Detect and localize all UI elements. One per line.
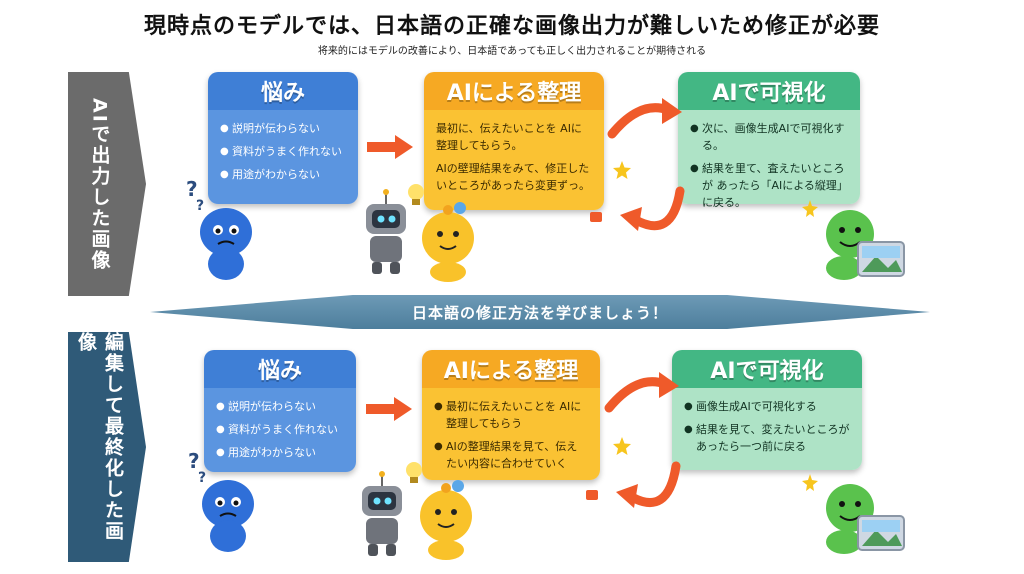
bottom-arrow-curve-forward bbox=[604, 372, 679, 413]
worried-blue-character-icon: ? ? bbox=[186, 177, 252, 280]
star-icon bbox=[613, 161, 631, 179]
top-arrow-right-1 bbox=[367, 135, 413, 159]
list-item: ●最初に伝えたいことを AIに整理してもらう bbox=[434, 400, 582, 430]
list-item: ●資料がうまく作れない bbox=[220, 145, 342, 158]
bottom-organize-card: AIによる整理 ●最初に伝えたいことを AIに整理してもらう ●AIの整理結果を… bbox=[422, 350, 600, 480]
top-visualize-title: AIで可視化 bbox=[678, 72, 860, 110]
bottom-arrow-curve-back bbox=[616, 461, 681, 508]
top-visualize-card: AIで可視化 ●次に、画像生成AIで可視化する。 ●結果を里て、査えたいところが… bbox=[678, 72, 860, 209]
top-organize-title: AIによる整理 bbox=[424, 72, 604, 110]
top-arrow-curve-forward bbox=[607, 98, 682, 139]
side-label-ai-output-text: AIで出力した画像 bbox=[88, 97, 111, 271]
list-item: ●結果を里て、査えたいところが あったら「AIによる縦理」に戻る。 bbox=[690, 162, 848, 209]
svg-text:?: ? bbox=[196, 198, 204, 214]
side-label-ai-output: AIで出力した画像 bbox=[68, 72, 146, 296]
green-character-with-picture-icon bbox=[802, 200, 905, 280]
page-title: 現時点のモデルでは、日本語の正確な画像出力が難しいため修正が必要 bbox=[143, 14, 880, 39]
list-item: AIの壁理結果をみて、修正したいところがあったら変更ずっ。 bbox=[436, 162, 590, 192]
green-character-with-picture-icon bbox=[802, 474, 905, 554]
list-item: ●結果を見て、変えたいところが あったら一つ前に戻る bbox=[684, 423, 850, 453]
top-organize-card: AIによる整理 最初に、伝えたいことを AIに整理してもらう。 AIの壁理結果を… bbox=[424, 72, 604, 210]
worried-blue-character-icon: ? ? bbox=[188, 449, 254, 552]
list-item: ●用途がわからない bbox=[216, 446, 316, 459]
page-subtitle: 将来的にはモデルの改善により、日本語であっても正しく出力されることが期待される bbox=[317, 46, 707, 57]
top-organize-body: 最初に、伝えたいことを AIに整理してもらう。 AIの壁理結果をみて、修正したい… bbox=[424, 110, 604, 210]
list-item: ●次に、画像生成AIで可視化する。 bbox=[690, 122, 845, 152]
bottom-visualize-body: ●画像生成AIで可視化する ●結果を見て、変えたいところが あったら一つ前に戻る bbox=[672, 388, 862, 470]
svg-text:?: ? bbox=[188, 449, 200, 473]
top-worry-title: 悩み bbox=[208, 72, 358, 110]
bottom-organize-body: ●最初に伝えたいことを AIに整理してもらう ●AIの整理結果を見て、伝えたい内… bbox=[422, 388, 600, 480]
svg-text:?: ? bbox=[186, 177, 198, 201]
top-arrow-curve-back bbox=[620, 186, 685, 231]
list-item: ●画像生成AIで可視化する bbox=[684, 400, 817, 413]
list-item: ●説明が伝わらない bbox=[220, 122, 320, 135]
bottom-organize-title: AIによる整理 bbox=[422, 350, 600, 388]
top-worry-body: ●説明が伝わらない ●資料がうまく作れない ●用途がわからない bbox=[208, 110, 358, 204]
list-item: ●用途がわからない bbox=[220, 168, 320, 181]
side-label-final-output: 編集して最終化した画像 bbox=[68, 332, 146, 562]
top-visualize-body: ●次に、画像生成AIで可視化する。 ●結果を里て、査えたいところが あったら「A… bbox=[678, 110, 860, 209]
yellow-character-with-bulb-icon bbox=[406, 462, 472, 560]
decor-square bbox=[586, 490, 598, 500]
banner-text: 日本語の修正方法を学びましょう！ bbox=[411, 303, 668, 322]
list-item: ●AIの整理結果を見て、伝えたい内容に合わせていく bbox=[434, 440, 578, 470]
list-item: ●資料がうまく作れない bbox=[216, 423, 338, 436]
bottom-arrow-right-1 bbox=[366, 397, 412, 421]
bottom-worry-card: 悩み ●説明が伝わらない ●資料がうまく作れない ●用途がわからない bbox=[204, 350, 356, 472]
yellow-character-with-bulb-icon bbox=[408, 184, 474, 282]
side-label-final-output-text: 編集して最終化した画像 bbox=[75, 332, 124, 542]
bottom-worry-body: ●説明が伝わらない ●資料がうまく作れない ●用途がわからない bbox=[204, 388, 356, 472]
banner: 日本語の修正方法を学びましょう！ bbox=[150, 295, 930, 329]
list-item: 最初に、伝えたいことを AIに整理してもらう。 bbox=[436, 122, 582, 152]
bottom-visualize-title: AIで可視化 bbox=[672, 350, 862, 388]
svg-text:?: ? bbox=[198, 470, 206, 486]
top-worry-card: 悩み ●説明が伝わらない ●資料がうまく作れない ●用途がわからない bbox=[208, 72, 358, 204]
star-icon bbox=[613, 437, 631, 455]
bottom-worry-title: 悩み bbox=[204, 350, 356, 388]
robot-icon bbox=[366, 189, 406, 274]
decor-square bbox=[590, 212, 602, 222]
bottom-visualize-card: AIで可視化 ●画像生成AIで可視化する ●結果を見て、変えたいところが あった… bbox=[672, 350, 862, 470]
robot-icon bbox=[362, 471, 402, 556]
list-item: ●説明が伝わらない bbox=[216, 400, 316, 413]
